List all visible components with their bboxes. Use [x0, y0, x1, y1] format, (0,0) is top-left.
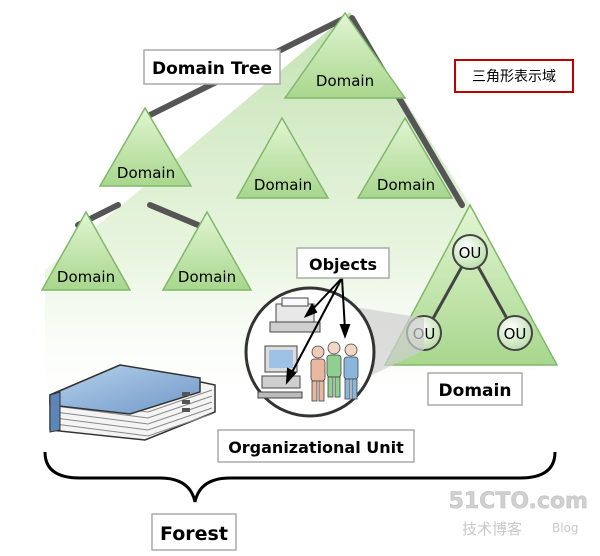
- domain-triangle-bottom-left[interactable]: [40, 210, 132, 291]
- domain-triangle-right[interactable]: [356, 116, 454, 199]
- organizational-unit-label: Organizational Unit: [228, 438, 404, 457]
- domain-triangle-root[interactable]: [283, 11, 407, 99]
- ou-label-top: OU: [459, 244, 482, 262]
- domain-triangle-center[interactable]: [235, 116, 330, 199]
- watermark: 51CTO.com 技术博客 Blog: [448, 489, 588, 538]
- domain-triangle-left[interactable]: [98, 106, 193, 187]
- computer-icon: [257, 345, 303, 399]
- legend-label: 三角形表示域: [472, 69, 556, 85]
- users-icon: [310, 341, 359, 402]
- printer-icon: [269, 297, 321, 333]
- objects-box: [296, 247, 390, 279]
- watermark-site: 51CTO.com: [449, 489, 588, 514]
- ou-node-right[interactable]: [497, 315, 533, 351]
- label-boxes: Domain Tree 三角形表示域 Objects Organizationa…: [143, 49, 574, 551]
- watermark-blog: Blog: [552, 521, 579, 535]
- domain-tree-box: [143, 49, 281, 85]
- domain-label-root: Domain: [316, 72, 374, 90]
- organizational-unit-box: [217, 429, 415, 463]
- objects-label: Objects: [309, 255, 377, 274]
- ou-node-top[interactable]: [452, 234, 488, 270]
- domain-label-bottom-right: Domain: [178, 268, 236, 286]
- binder-icon: [49, 364, 216, 441]
- domain-label-left: Domain: [117, 164, 175, 182]
- domain-labels: Domain Domain Domain Domain Domain Domai…: [57, 72, 435, 286]
- domain-triangle-bottom-right[interactable]: [161, 210, 253, 291]
- domain-box-label: Domain: [439, 381, 512, 401]
- domain-label-bottom-left: Domain: [57, 268, 115, 286]
- watermark-sub: 技术博客: [462, 520, 522, 538]
- forest-brace: [43, 451, 557, 503]
- domain-box: [427, 372, 523, 406]
- objects-arrows: [285, 277, 351, 385]
- domain-label-center: Domain: [254, 176, 312, 194]
- domain-tree-label: Domain Tree: [152, 59, 272, 79]
- organizational-unit-graphic: [244, 277, 376, 418]
- forest-label: Forest: [160, 523, 228, 545]
- forest-box: [151, 513, 237, 551]
- legend-box: [454, 59, 574, 93]
- ou-label-right: OU: [504, 325, 527, 343]
- domain-label-right: Domain: [377, 176, 435, 194]
- ou-tree: OU OU OU: [406, 234, 533, 351]
